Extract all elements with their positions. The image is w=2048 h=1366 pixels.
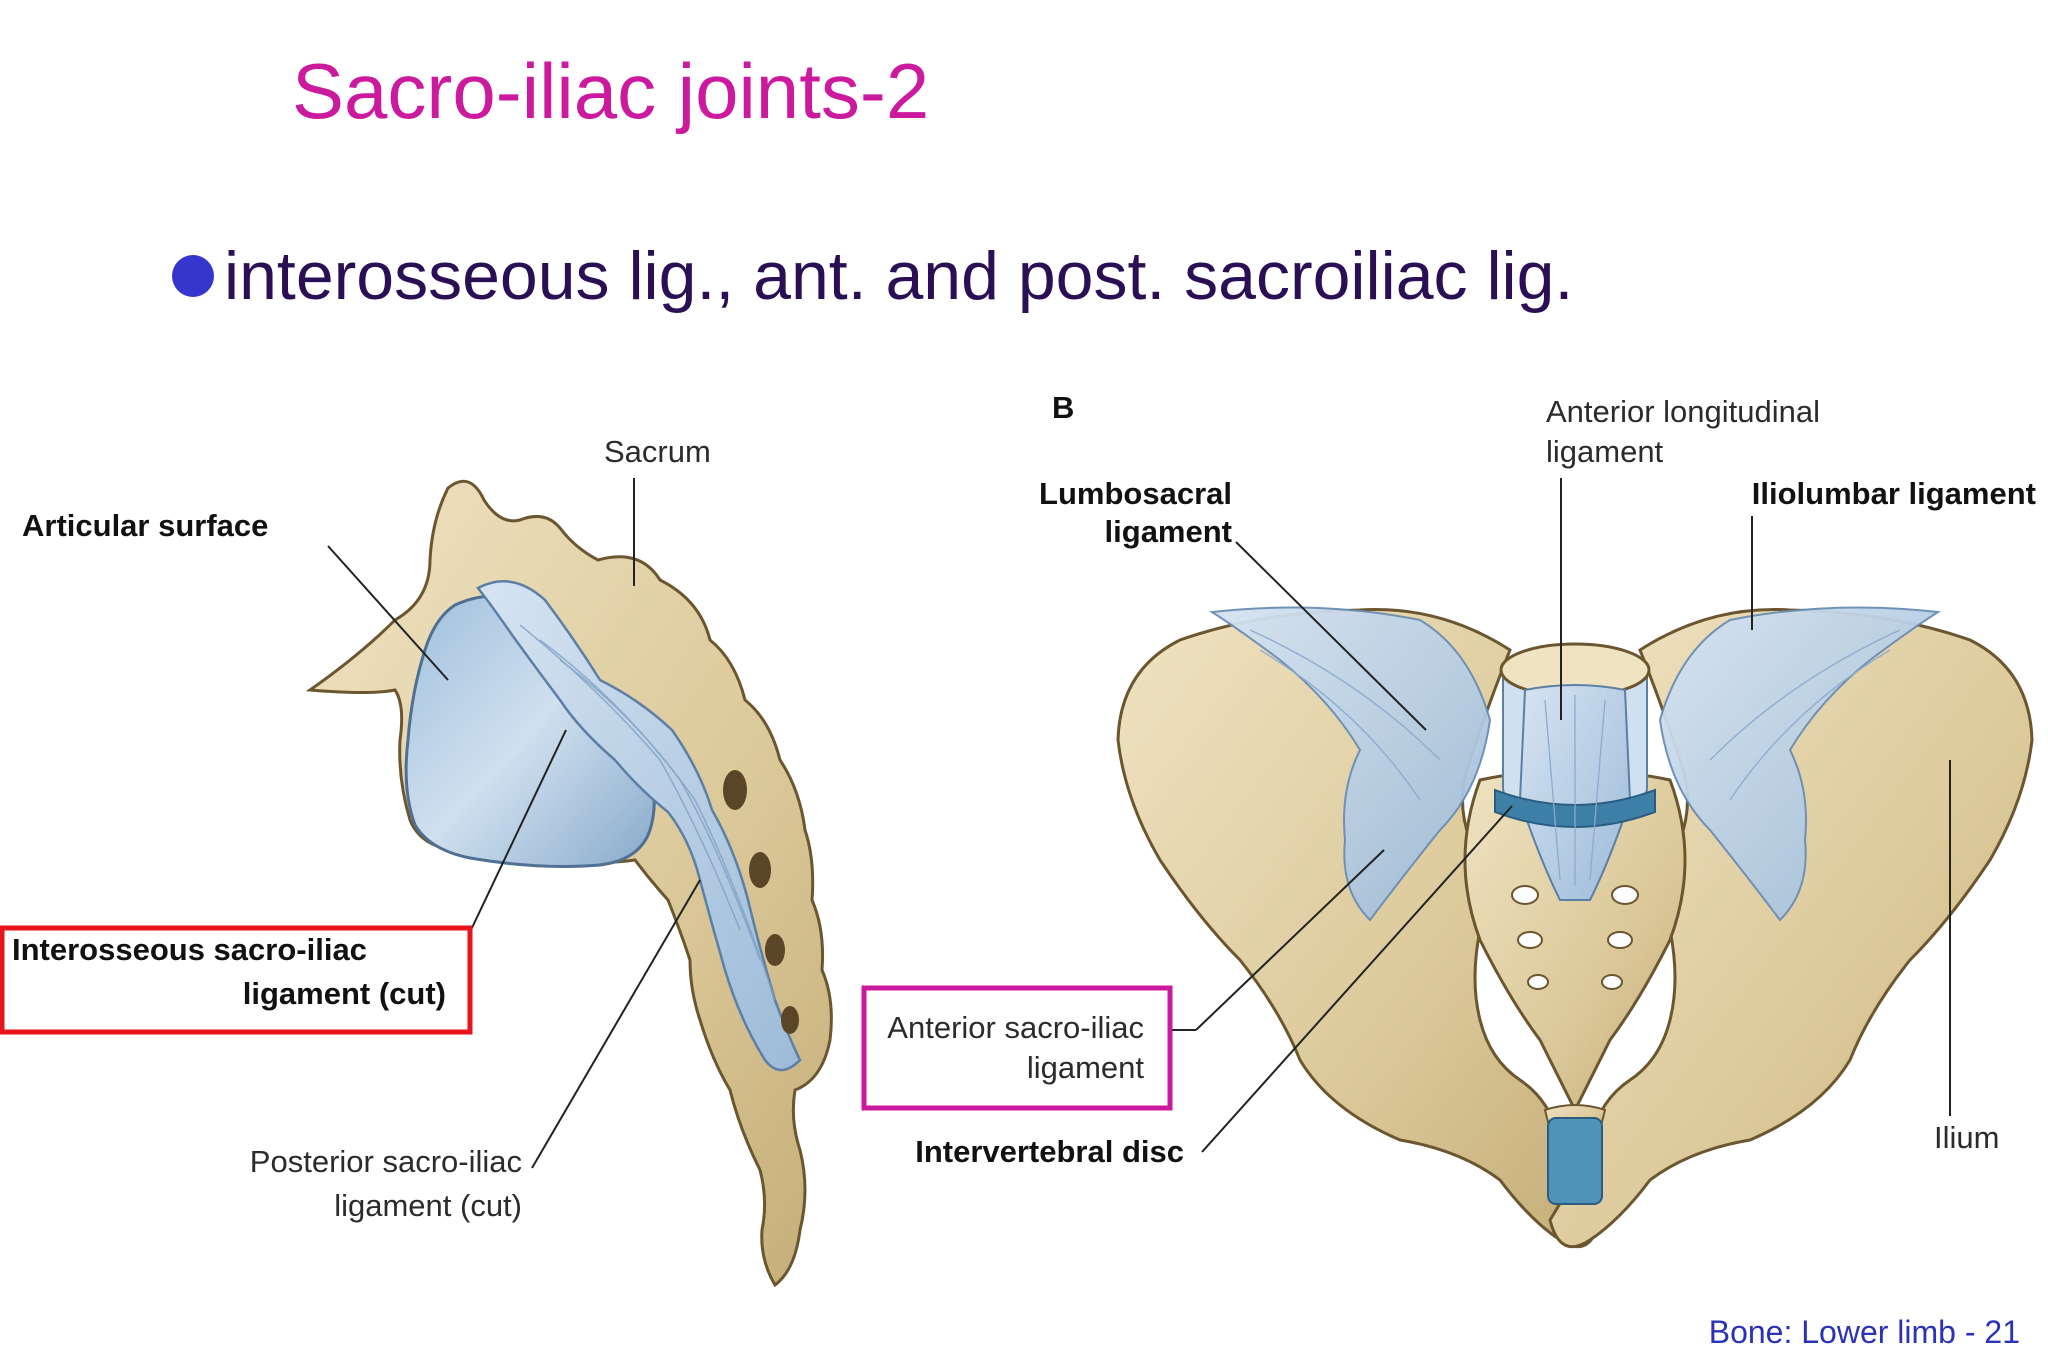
slide-title: Sacro-iliac joints-2 [292,47,930,135]
label-interosseous-line1: Interosseous sacro-iliac [12,932,367,967]
label-anterior-longitudinal-line1: Anterior longitudinal [1546,394,1820,429]
label-sacrum: Sacrum [604,434,711,469]
highlight-box-interosseous [0,925,473,1035]
label-articular-surface: Articular surface [22,508,268,543]
left-iliolumbar-ligament [1209,606,1492,922]
sacral-foramina-a [723,770,799,1034]
highlight-box-anterior-sacroiliac [861,985,1173,1111]
sacrum-front [1463,768,1687,1114]
figure-b-pelvis [1116,606,2034,1249]
label-lumbosacral-line2: ligament [1105,514,1232,549]
sacral-foramina-b [1511,885,1639,990]
label-posterior-line2: ligament (cut) [334,1188,522,1223]
bullet-item: interosseous lig., ant. and post. sacroi… [172,236,1573,316]
figure-a-leader-lines [327,478,701,1169]
label-interosseous-line2: ligament (cut) [243,976,446,1011]
label-anterior-sacroiliac-line2: ligament [1027,1050,1145,1085]
label-ilium: Ilium [1934,1120,1999,1155]
label-intervertebral-disc: Intervertebral disc [915,1134,1184,1169]
label-anterior-sacroiliac-line1: Anterior sacro-iliac [887,1010,1144,1045]
label-lumbosacral-line1: Lumbosacral [1039,476,1232,511]
figure-b-leader-lines [1172,478,1951,1153]
pubic-symphysis [1547,1117,1603,1205]
interosseous-ligament-shape [476,580,802,1072]
bullet-dot-icon [172,255,214,297]
footer-page-label: Bone: Lower limb - 21 [1708,1314,2020,1350]
label-iliolumbar: Iliolumbar ligament [1752,476,2036,511]
figure-a-sacrum [305,479,833,1288]
bullet-text: interosseous lig., ant. and post. sacroi… [224,238,1574,314]
label-panel-b: B [1052,390,1074,425]
right-iliolumbar-ligament [1658,606,1941,922]
label-anterior-longitudinal-line2: ligament [1546,434,1664,469]
label-posterior-line1: Posterior sacro-iliac [250,1144,522,1179]
